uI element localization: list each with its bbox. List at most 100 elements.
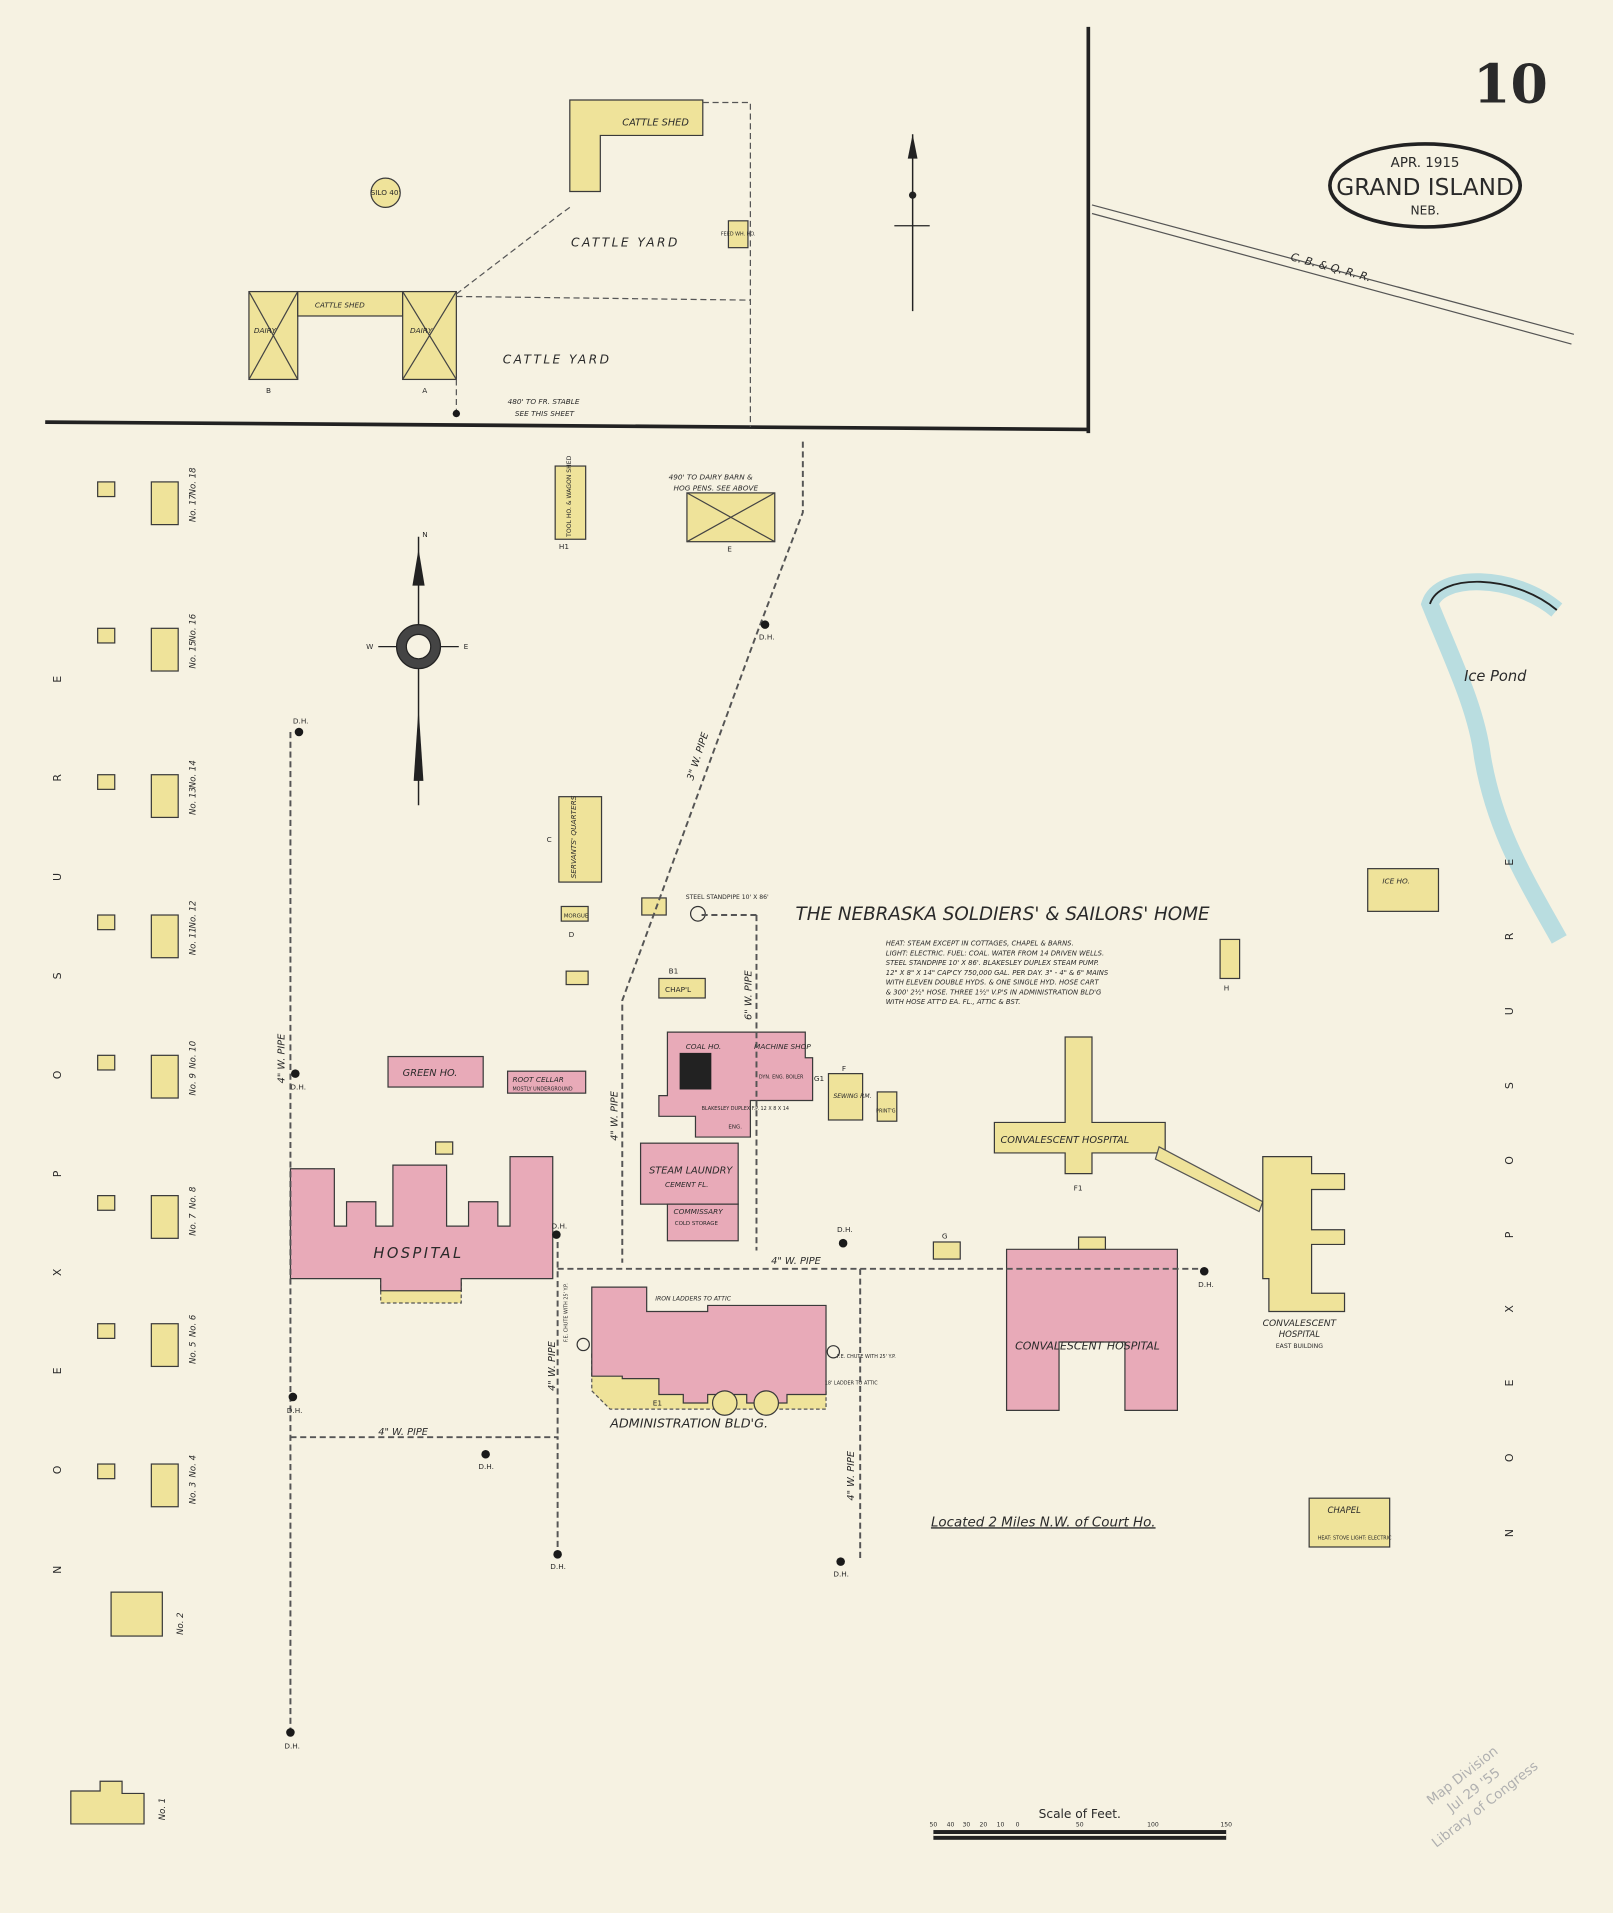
pipe-label: 4" W. PIPE	[609, 1090, 620, 1140]
sewing-room-building	[827, 1073, 864, 1121]
root-cellar-label: ROOT CELLAR	[512, 1075, 563, 1084]
map-title: THE NEBRASKA SOLDIERS' & SAILORS' HOME	[796, 904, 1210, 925]
cold-storage-label: COLD STORAGE	[675, 1221, 719, 1227]
hydrant-icon	[288, 1392, 298, 1402]
hospital-building	[289, 1155, 554, 1292]
iron-ladders-note: IRON LADDERS TO ATTIC	[655, 1296, 732, 1303]
administration-building	[591, 1286, 827, 1404]
hydrant-label: D.H.	[550, 1562, 566, 1571]
pipe-label: 4" W. PIPE	[771, 1256, 821, 1267]
dynamo-label: DYN. ENG. BOILER	[759, 1075, 804, 1081]
hydrant-icon	[760, 620, 770, 629]
cottage-label: No. 16	[188, 613, 198, 641]
cottage-label: No. 11	[188, 927, 198, 955]
outbuilding	[97, 627, 116, 644]
turret	[753, 1390, 780, 1416]
standpipe-label: STEEL STANDPIPE 10' X 86'	[686, 894, 769, 901]
building-letter-h: H	[1224, 984, 1230, 993]
green-house-label: GREEN HO.	[403, 1068, 458, 1079]
hydrant-label: D.H.	[1198, 1280, 1214, 1289]
silo-building	[370, 177, 401, 209]
city-name: GRAND ISLAND	[1336, 174, 1514, 201]
servants-quarters-label: SERVANTS' QUARTERS	[569, 795, 578, 878]
conv-hospital-north-label: CONVALESCENT HOSPITAL	[1000, 1135, 1129, 1146]
small-building	[435, 1141, 454, 1155]
pipe-label: 3" W. PIPE	[685, 730, 711, 781]
scale-tick-label: 20	[980, 1821, 988, 1828]
cottage-label: No. 4	[188, 1455, 198, 1477]
cottage-label: No. 12	[188, 901, 198, 929]
compass-west: W	[366, 642, 373, 651]
building-g	[932, 1241, 961, 1260]
compass-east: E	[464, 642, 469, 651]
title-cartouche: APR. 1915 GRAND ISLAND NEB.	[1328, 142, 1523, 229]
hydrant-icon	[452, 409, 461, 418]
conv-east-label: CONVALESCENT	[1263, 1319, 1338, 1329]
outbuilding	[97, 914, 116, 931]
commissary-label: COMMISSARY	[674, 1207, 724, 1216]
library-stamp: Map Division Jul 29 '55 Library of Congr…	[1424, 1744, 1541, 1851]
convalescent-hospital-north-building	[993, 1036, 1166, 1175]
see-sheet-note: SEE THIS SHEET	[515, 409, 575, 418]
outbuilding	[97, 1054, 116, 1071]
hydrant-icon	[291, 1069, 300, 1078]
small-building	[565, 970, 589, 986]
hydrant-label: D.H.	[287, 1406, 303, 1415]
hydrant-icon	[553, 1550, 562, 1559]
map-date: APR. 1915	[1391, 156, 1460, 171]
morgue-building	[560, 905, 589, 922]
building-letter-c: C	[547, 835, 552, 844]
outbuilding	[97, 1463, 116, 1480]
hydrant-icon	[481, 1450, 490, 1459]
coal-bins	[679, 1052, 712, 1090]
green-house-building	[387, 1055, 484, 1088]
hydrant-icon	[836, 1557, 845, 1566]
cottage-label: No. 14	[188, 760, 198, 788]
outbuilding	[97, 1195, 116, 1211]
building-letter-g1: G1	[814, 1074, 824, 1083]
exposure-left-label: N O E X P O S U R E	[51, 632, 64, 1574]
building-letter-e1: E1	[653, 1398, 662, 1407]
scale-title: Scale of Feet.	[1039, 1807, 1121, 1821]
building-letter-h1: H1	[559, 542, 569, 551]
building-letter-e: E	[727, 544, 732, 553]
cottage-building	[150, 627, 179, 672]
building-letter-f1: F1	[1074, 1184, 1083, 1193]
scale-tick-label: 100	[1147, 1821, 1159, 1828]
scale-tick-label: 40	[947, 1821, 955, 1828]
cottage-building	[150, 774, 179, 819]
double-hydrants: D.H. D.H. D.H. D.H. D.H. D.H. D.H. D.H. …	[284, 620, 1214, 1750]
scale-tick-label: 30	[962, 1821, 970, 1828]
chapel-sub-label: HEAT: STOVE LIGHT: ELECTRIC	[1318, 1536, 1392, 1542]
blakesley-pump-label: BLAKESLEY DUPLEX F.P. 12 X 8 X 14	[702, 1106, 789, 1112]
hydrant-label: D.H.	[290, 1082, 306, 1091]
tool-house-building	[554, 465, 587, 540]
scale-tick-label: 50	[1076, 1821, 1084, 1828]
cottage-building	[150, 1323, 179, 1368]
outbuilding	[97, 481, 116, 498]
cement-floor-label: CEMENT FL.	[665, 1180, 709, 1189]
ice-house-building	[1367, 868, 1440, 912]
printing-label: PRINT'G	[876, 1109, 896, 1115]
cottage-label: No. 1	[158, 1798, 168, 1820]
building-letter-a: A	[422, 386, 427, 395]
cottage-label: No. 17	[188, 494, 198, 522]
hydrant-label: D.H.	[552, 1222, 568, 1231]
connecting-corridor	[1154, 1145, 1264, 1213]
pipe-label: 6" W. PIPE	[744, 969, 755, 1019]
silo-label: SILO 40'	[371, 188, 401, 197]
ice-pond-label: Ice Pond	[1464, 668, 1527, 685]
cattle-shed-middle-label: CATTLE SHED	[315, 300, 365, 309]
engine-label: ENG.	[728, 1125, 742, 1131]
cottage-label: No. 15	[188, 641, 198, 669]
turret	[711, 1390, 738, 1416]
chapel-building	[1308, 1497, 1391, 1548]
root-cellar-sub: MOSTLY UNDERGROUND	[512, 1087, 572, 1093]
note-line: 12" X 8" X 14" CAP'CY 750,000 GAL. PER D…	[886, 969, 1109, 977]
cattle-yard-label: CATTLE YARD	[571, 235, 680, 249]
sewing-room-label: SEWING RM.	[833, 1093, 871, 1100]
outbuilding	[97, 1323, 116, 1339]
convalescent-hospital-south-building	[1005, 1248, 1178, 1411]
hydrant-icon	[552, 1230, 561, 1239]
